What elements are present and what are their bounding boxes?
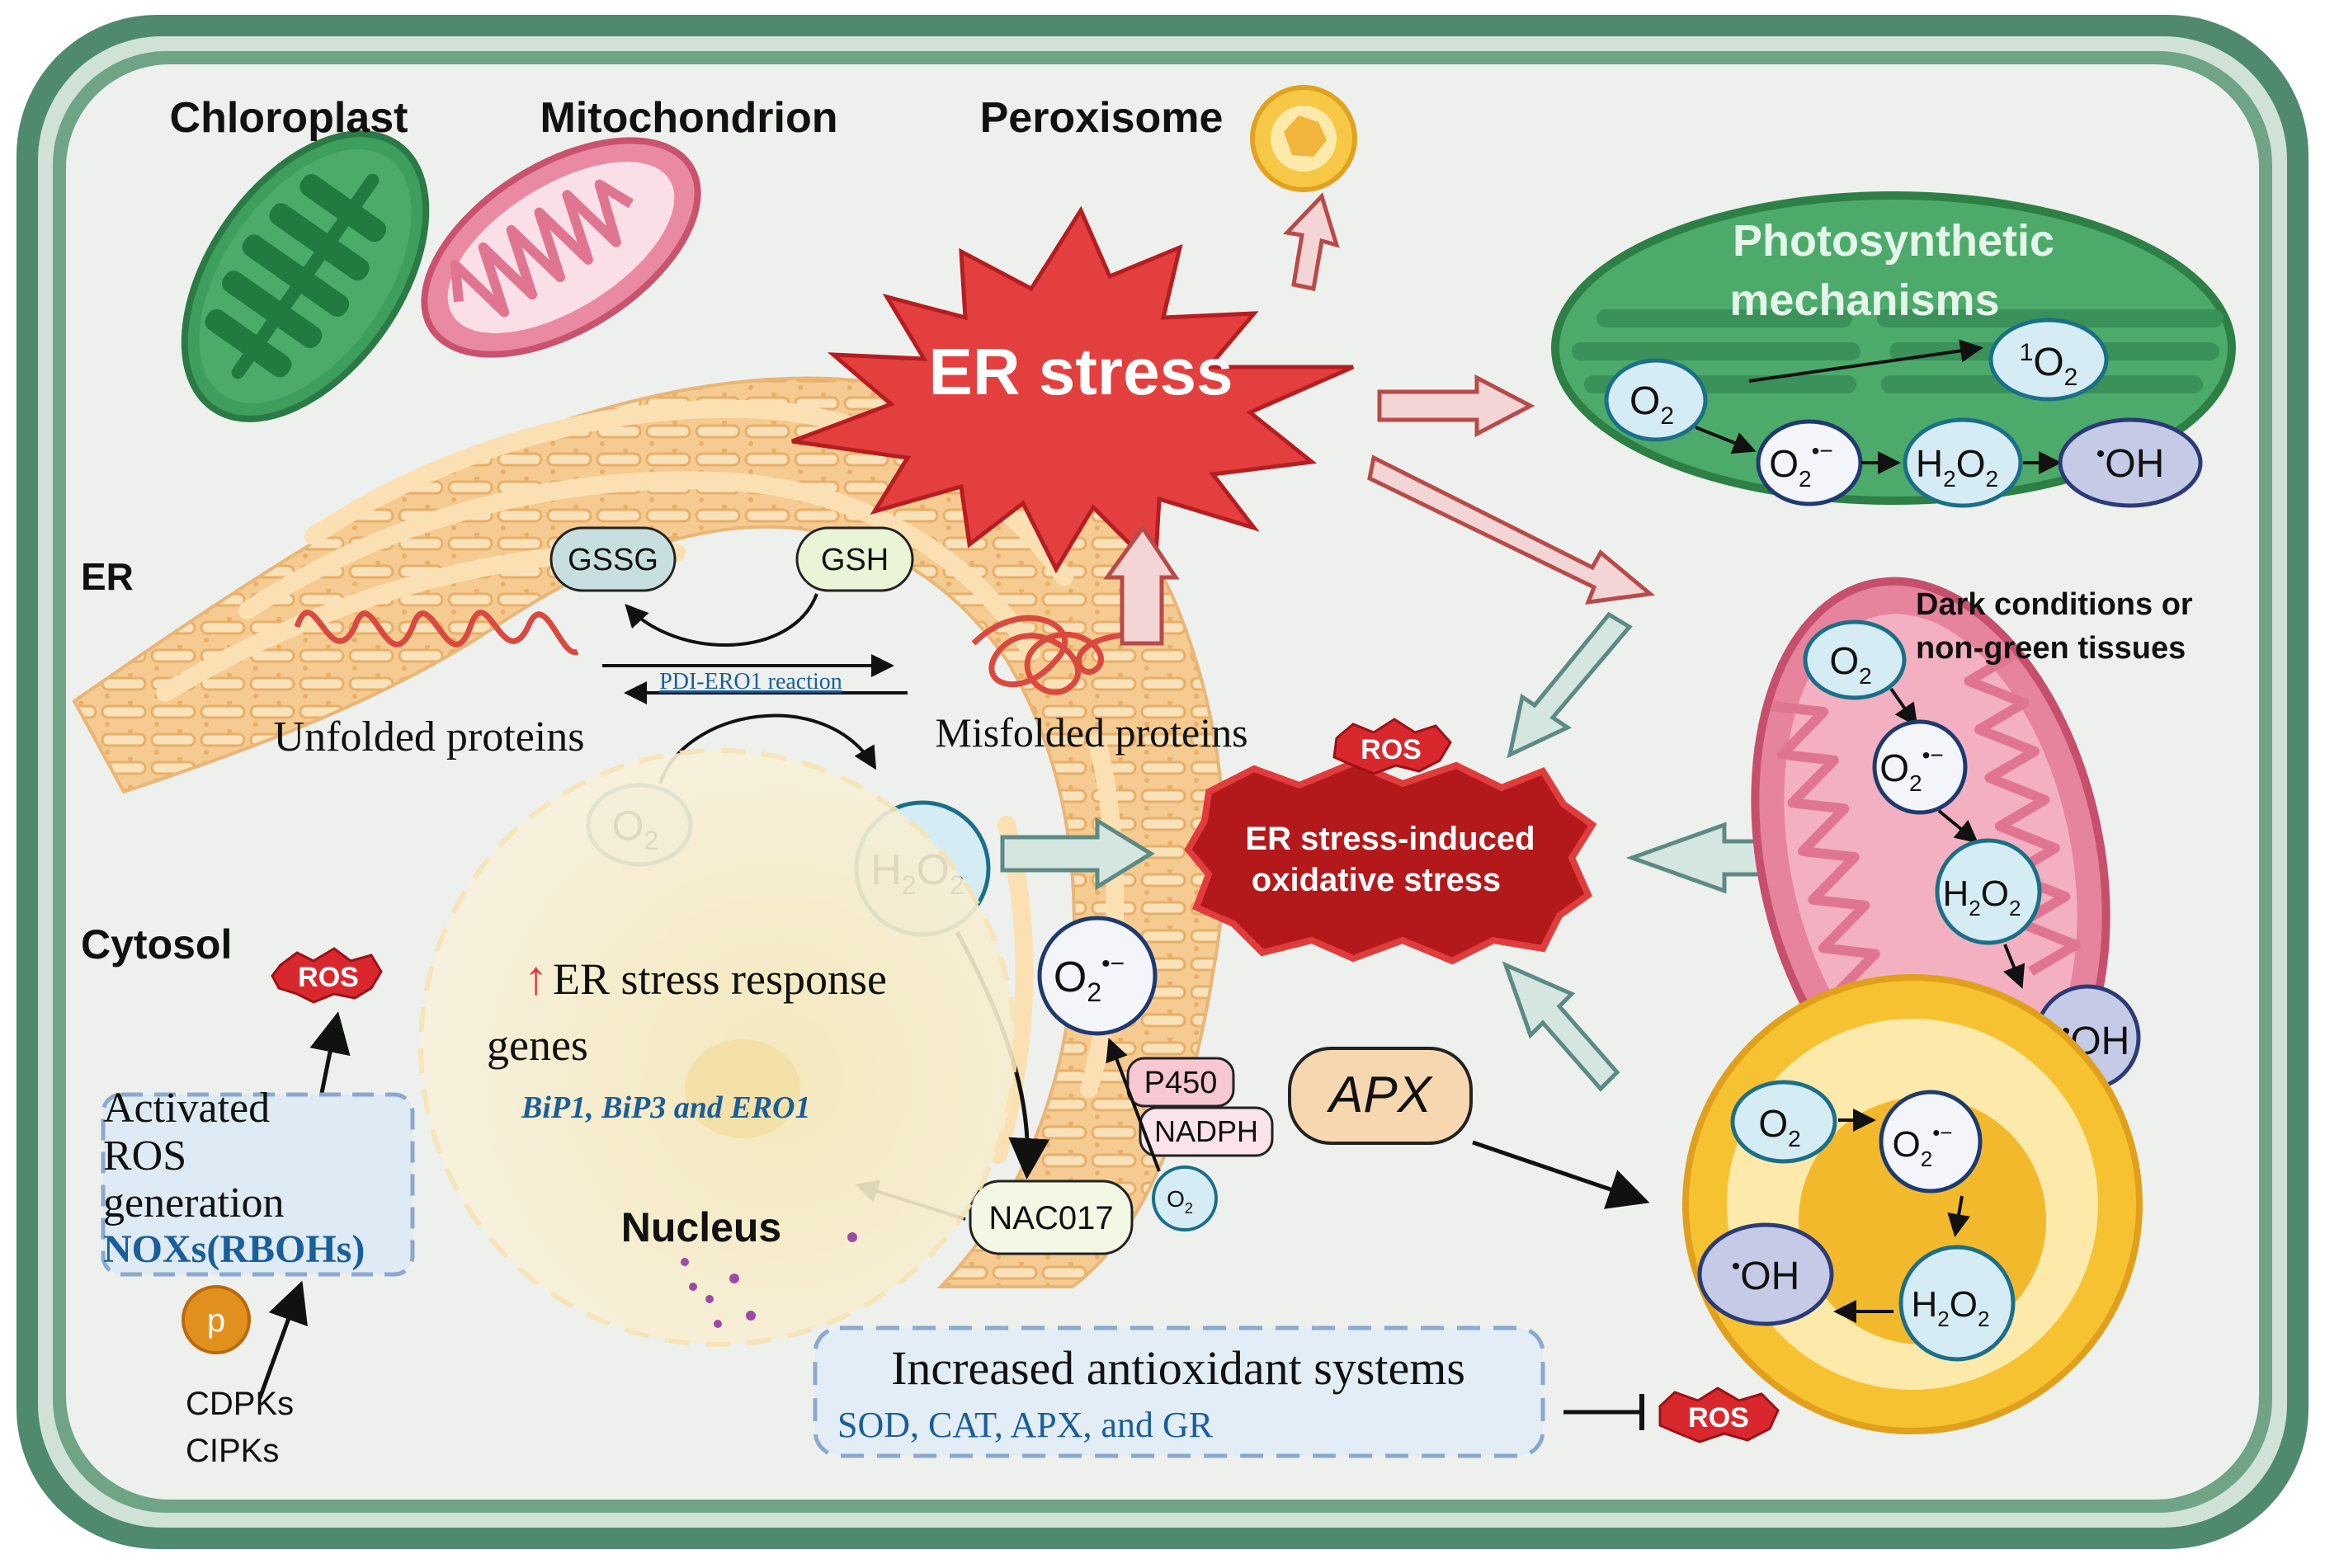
vesicle-dots bbox=[681, 1232, 857, 1328]
nucleus bbox=[418, 748, 1017, 1347]
svg-text:Increased antioxidant systems: Increased antioxidant systems bbox=[891, 1341, 1465, 1395]
svg-text:NOXs(RBOHs): NOXs(RBOHs) bbox=[103, 1227, 365, 1271]
photo-superoxide: O2•− bbox=[1756, 419, 1863, 506]
mitochondrion-label: Mitochondrion bbox=[540, 94, 837, 142]
mito-h2o2: H2O2 bbox=[1935, 838, 2042, 945]
oxidative-stress-label-2: oxidative stress bbox=[1252, 862, 1501, 898]
nac017-node: NAC017 bbox=[969, 1180, 1134, 1255]
genes-list: BiP1, BiP3 and ERO1 bbox=[521, 1090, 811, 1125]
activated-ros-box: Activated ROS generation NOXs(RBOHs) bbox=[101, 1085, 415, 1277]
svg-text:O2•−: O2•− bbox=[1769, 438, 1833, 492]
mitochondrion-icon bbox=[421, 137, 701, 358]
oxidative-stress-label-1: ER stress-induced bbox=[1245, 821, 1535, 857]
chloroplast-icon bbox=[181, 130, 430, 422]
photo-singlet-o2: 1O2 bbox=[1988, 318, 2109, 402]
svg-text:generation: generation bbox=[103, 1180, 284, 1227]
right-peroxisome bbox=[1682, 974, 2143, 1434]
svg-text:H2O2: H2O2 bbox=[1912, 1284, 1990, 1331]
superoxide-molecule: O2•− bbox=[1037, 916, 1158, 1036]
svg-text:ROS: ROS bbox=[298, 962, 359, 993]
svg-text:•OH: •OH bbox=[2096, 440, 2165, 486]
misfolded-proteins-label: Misfolded proteins bbox=[935, 709, 1247, 756]
svg-text:H2O2: H2O2 bbox=[1943, 873, 2021, 921]
svg-text:NAC017: NAC017 bbox=[988, 1200, 1113, 1236]
dark-conditions-label-2: non-green tissues bbox=[1916, 631, 2186, 666]
cytosol-ros-badge: ROS bbox=[271, 947, 383, 1004]
peroxisome-icon bbox=[1250, 85, 1357, 192]
svg-text:SOD, CAT, APX, and GR: SOD, CAT, APX, and GR bbox=[837, 1405, 1214, 1445]
photo-h2o2: H2O2 bbox=[1903, 417, 2023, 508]
svg-text:ROS: ROS bbox=[103, 1132, 186, 1180]
cdpks-label: CDPKs bbox=[186, 1386, 294, 1422]
oxidative-stress-burst bbox=[1184, 759, 1597, 965]
nadph-node: NADPH bbox=[1139, 1106, 1274, 1157]
svg-text:H2O2: H2O2 bbox=[1916, 442, 1998, 492]
er-stress-response-label-1: ER stress response bbox=[553, 954, 887, 1004]
gssg-node: GSSG bbox=[549, 526, 677, 592]
gsh-node: GSH bbox=[795, 526, 914, 592]
mito-superoxide: O2•− bbox=[1872, 719, 1968, 815]
svg-text:O2: O2 bbox=[1758, 1102, 1800, 1151]
up-arrow-icon: ↑ bbox=[524, 951, 548, 1005]
chloroplast-label: Chloroplast bbox=[170, 94, 408, 142]
antioxidant-box: Increased antioxidant systems SOD, CAT, … bbox=[813, 1326, 1545, 1458]
svg-text:GSH: GSH bbox=[821, 543, 889, 577]
pdi-ero1-reaction-label: PDI-ERO1 reaction bbox=[659, 669, 842, 695]
antioxidant-ros-badge: ROS bbox=[1658, 1387, 1780, 1443]
svg-text:NADPH: NADPH bbox=[1154, 1114, 1258, 1148]
svg-text:p: p bbox=[207, 1302, 225, 1339]
svg-text:APX: APX bbox=[1326, 1067, 1434, 1123]
svg-text:1O2: 1O2 bbox=[2020, 339, 2078, 391]
small-o2-molecule: O2 bbox=[1152, 1165, 1218, 1231]
er-label: ER bbox=[81, 555, 134, 598]
nucleus-label: Nucleus bbox=[621, 1204, 782, 1250]
svg-text:O2•−: O2•− bbox=[1893, 1120, 1953, 1171]
svg-text:O2: O2 bbox=[1629, 379, 1674, 430]
svg-text:O2: O2 bbox=[1167, 1186, 1193, 1217]
svg-text:•OH: •OH bbox=[1732, 1253, 1800, 1298]
hollow-arrows bbox=[1000, 192, 1822, 1092]
svg-text:GSSG: GSSG bbox=[568, 543, 658, 577]
phosphate-icon: p bbox=[182, 1285, 251, 1354]
svg-text:Activated: Activated bbox=[103, 1085, 270, 1132]
er-stress-response-label-2: genes bbox=[487, 1020, 588, 1070]
unfolded-protein-icon bbox=[294, 610, 579, 656]
apx-enzyme: APX bbox=[1288, 1047, 1473, 1145]
svg-text:O2•−: O2•− bbox=[1879, 742, 1944, 796]
perox-superoxide: O2•− bbox=[1879, 1090, 1983, 1194]
svg-text:O2: O2 bbox=[1829, 639, 1871, 689]
oxidative-ros-badge: ROS bbox=[1332, 718, 1452, 775]
cipks-label: CIPKs bbox=[186, 1433, 279, 1469]
er-stress-burst bbox=[791, 205, 1355, 574]
cytosol-label: Cytosol bbox=[81, 921, 232, 968]
photosynthetic-title-2: mechanisms bbox=[1729, 275, 1999, 325]
unfolded-proteins-label: Unfolded proteins bbox=[274, 713, 585, 760]
peroxisome-label: Peroxisome bbox=[980, 94, 1224, 142]
photo-o2: O2 bbox=[1604, 358, 1708, 442]
photosynthetic-title-1: Photosynthetic bbox=[1733, 216, 2054, 266]
svg-text:ROS: ROS bbox=[1361, 734, 1422, 765]
photo-hydroxyl: •OH bbox=[2058, 417, 2203, 508]
perox-o2: O2 bbox=[1730, 1080, 1837, 1164]
svg-text:P450: P450 bbox=[1144, 1066, 1218, 1100]
perox-h2o2: H2O2 bbox=[1898, 1245, 2016, 1362]
mito-o2: O2 bbox=[1803, 619, 1907, 700]
perox-hydroxyl: •OH bbox=[1697, 1222, 1834, 1326]
misfolded-protein-icon bbox=[971, 614, 1123, 695]
svg-text:O2•−: O2•− bbox=[1054, 950, 1125, 1007]
p450-node: P450 bbox=[1126, 1057, 1235, 1108]
er-stress-label: ER stress bbox=[928, 335, 1233, 408]
dark-conditions-label-1: Dark conditions or bbox=[1916, 587, 2193, 622]
svg-text:ROS: ROS bbox=[1688, 1402, 1749, 1434]
